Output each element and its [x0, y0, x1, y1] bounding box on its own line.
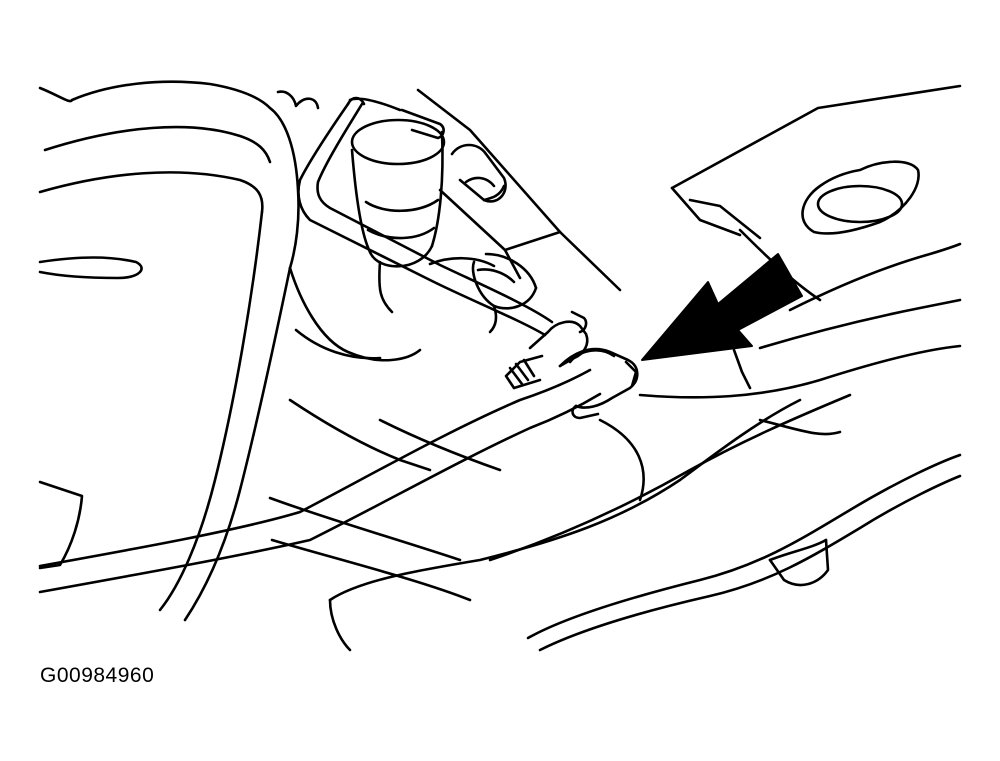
- lower-fuel-line: [38, 368, 602, 594]
- hose-clamp: [428, 252, 538, 334]
- fuel-filter: [348, 97, 446, 314]
- housing-panel: [38, 80, 422, 622]
- upper-fuel-pipe: [297, 96, 554, 337]
- figure-id-label: G00984960: [40, 664, 155, 687]
- bracket: [416, 88, 622, 292]
- frame-rail: [526, 344, 962, 652]
- quick-connect-fitting: [504, 310, 639, 420]
- lower-body-pan: [268, 393, 852, 652]
- arrow-icon: [641, 253, 803, 361]
